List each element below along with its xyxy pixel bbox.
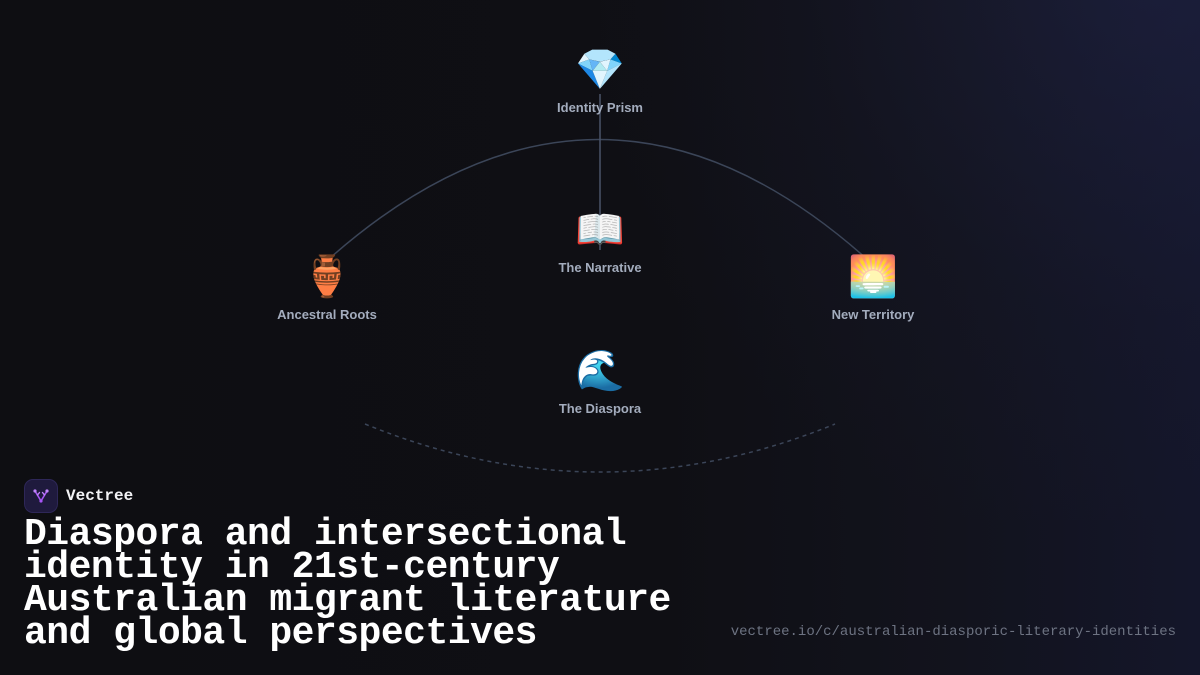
node-ancestral-roots[interactable]: 🏺 Ancestral Roots xyxy=(247,253,407,322)
brand-name: Vectree xyxy=(66,487,134,505)
vectree-logo-mark xyxy=(33,489,49,503)
node-label: Identity Prism xyxy=(557,100,643,115)
gem-icon: 💎 xyxy=(575,47,625,93)
wave-icon: 🌊 xyxy=(575,348,625,394)
node-the-diaspora[interactable]: 🌊 The Diaspora xyxy=(520,347,680,416)
amphora-icon: 🏺 xyxy=(302,254,352,300)
page-title: Diaspora and intersectional identity in … xyxy=(24,513,671,655)
open-book-icon: 📖 xyxy=(575,207,625,253)
node-label: New Territory xyxy=(831,307,915,322)
node-label: The Narrative xyxy=(558,260,642,275)
vectree-logo-icon xyxy=(24,479,58,513)
node-the-narrative[interactable]: 📖 The Narrative xyxy=(520,206,680,275)
node-new-territory[interactable]: 🌅 New Territory xyxy=(793,253,953,322)
node-identity-prism[interactable]: 💎 Identity Prism xyxy=(520,46,680,115)
node-label: Ancestral Roots xyxy=(277,307,377,322)
sunrise-icon: 🌅 xyxy=(848,254,898,300)
page-url[interactable]: vectree.io/c/australian-diasporic-litera… xyxy=(730,624,1176,640)
bottom-dashed-arc xyxy=(364,423,836,473)
node-label: The Diaspora xyxy=(558,401,642,416)
brand[interactable]: Vectree xyxy=(24,479,133,513)
